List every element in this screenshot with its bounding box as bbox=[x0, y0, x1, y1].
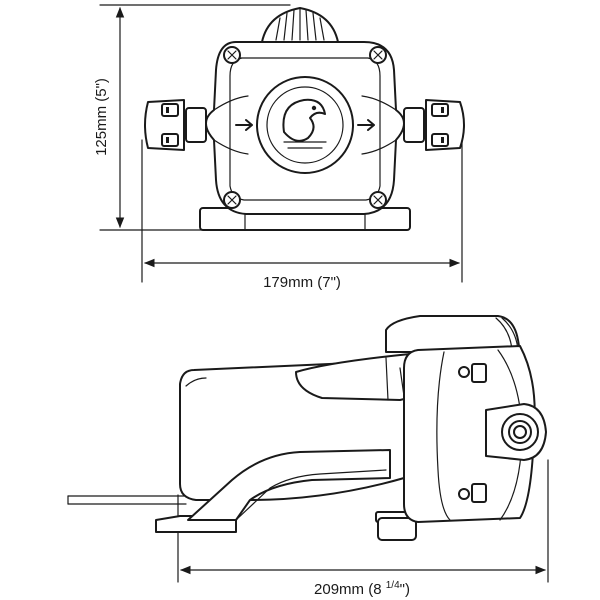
head-clips bbox=[458, 363, 487, 503]
pump-head bbox=[403, 345, 536, 523]
flow-arrow-icon bbox=[235, 119, 253, 131]
height-dimension-label: 125mm (5") bbox=[93, 78, 110, 156]
center-cap bbox=[256, 76, 354, 174]
side-port-fitting bbox=[485, 403, 547, 461]
housing-screws bbox=[223, 46, 387, 209]
inlet-port-fitting bbox=[144, 99, 207, 151]
width-dimension-label: 179mm (7") bbox=[263, 274, 341, 291]
power-cable bbox=[67, 495, 187, 505]
front-view: 125mm (5") 179mm (7") bbox=[93, 4, 465, 291]
pump-logo-icon bbox=[282, 98, 327, 149]
side-foot-pad bbox=[377, 517, 417, 541]
flow-arrow-icon bbox=[357, 119, 375, 131]
mounting-bracket bbox=[187, 449, 391, 521]
pump-head-top bbox=[385, 315, 521, 353]
outlet-port-fitting bbox=[403, 99, 465, 151]
fan-cover-ribs bbox=[275, 8, 325, 41]
length-dimension-label: 209mm (8 1/4") bbox=[314, 580, 410, 598]
side-view: 209mm (8 1/4") bbox=[67, 315, 549, 598]
